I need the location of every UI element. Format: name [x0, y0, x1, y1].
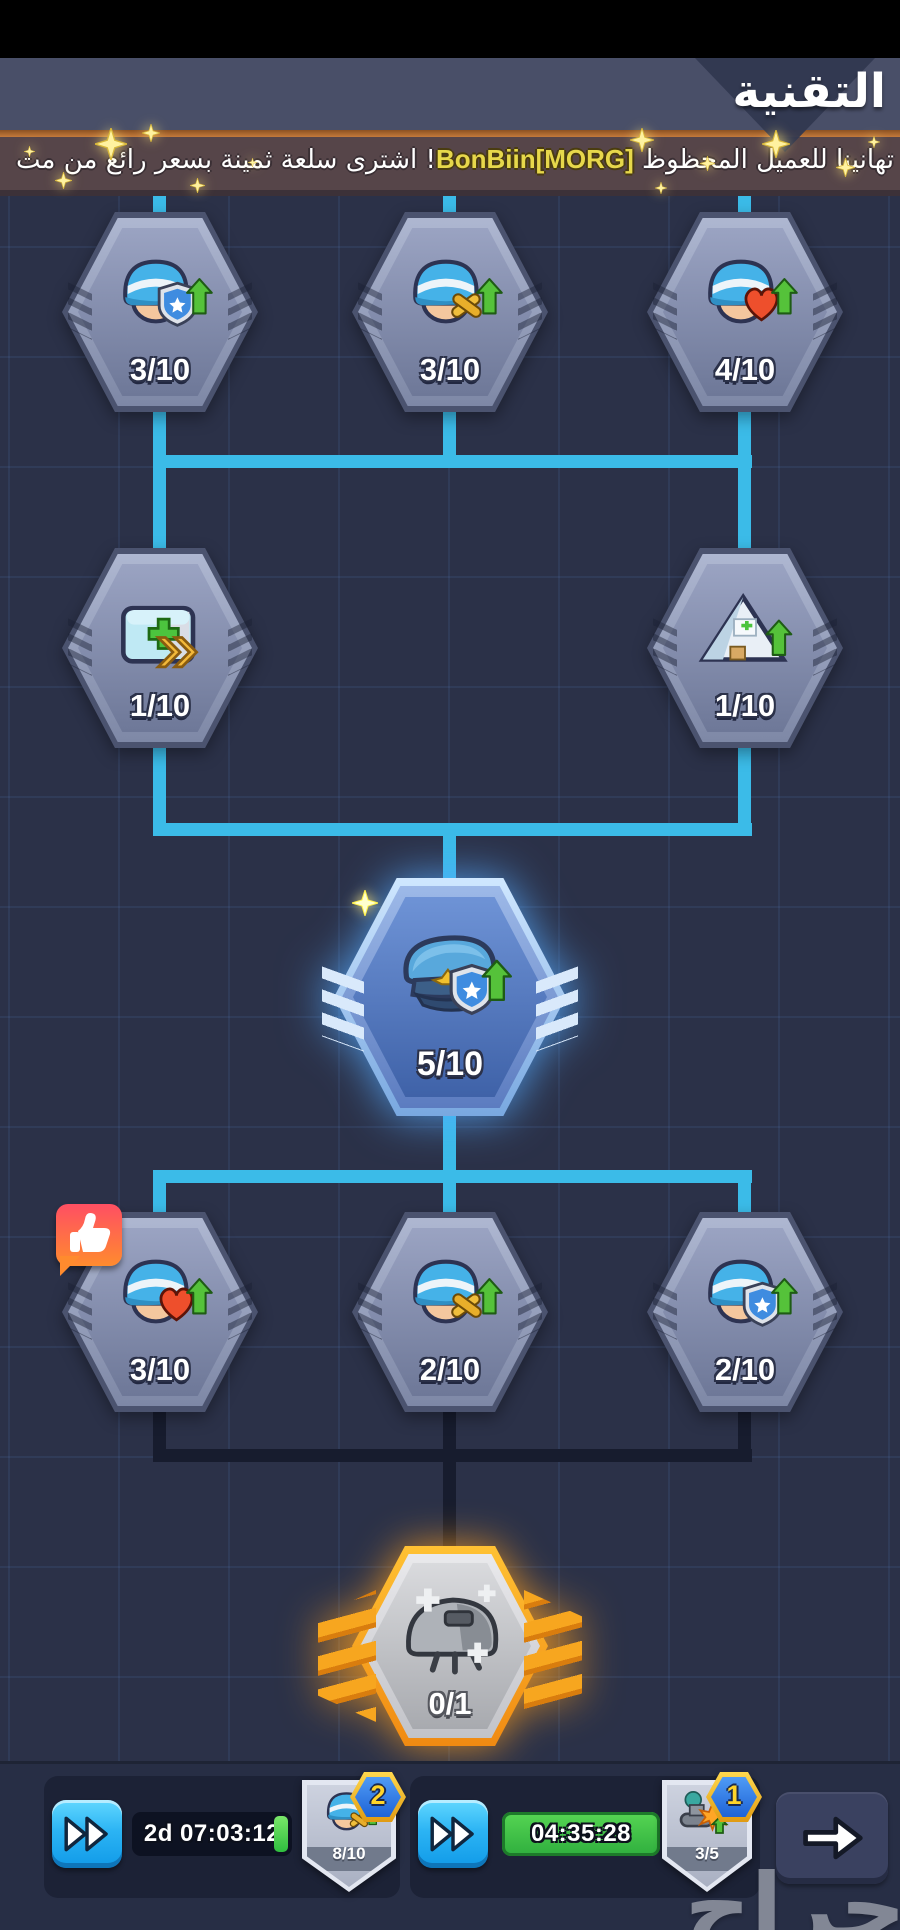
research-slot-1: 2d 07:03:12 8/10 2 [44, 1772, 406, 1898]
tech-node-defense-r1[interactable]: 3/10 [62, 212, 258, 412]
connector-locked [153, 1402, 166, 1462]
star-sparkle-icon [655, 182, 667, 194]
node-progress: 3/10 [419, 352, 481, 387]
tech-node-health-r1[interactable]: 4/10 [647, 212, 843, 412]
connector [153, 1170, 166, 1218]
star-sparkle-icon [248, 158, 257, 167]
count-badge: 1 [706, 1772, 762, 1822]
soldier-bullets-icon [395, 1248, 505, 1344]
star-sparkle-icon [95, 128, 127, 160]
speed-up-button-2[interactable] [418, 1800, 488, 1868]
soldier-heart-icon [690, 248, 800, 344]
player-name: BonBiin[MORG] [435, 144, 634, 174]
research-timer-2: 04:35:28 [502, 1812, 660, 1856]
soldier-bullets-icon [395, 248, 505, 344]
star-sparkle-icon [630, 128, 654, 152]
next-page-button[interactable] [776, 1792, 888, 1884]
node-progress: 4/10 [714, 352, 776, 387]
research-item-badge-1[interactable]: 8/10 2 [302, 1772, 406, 1892]
announcement-text: تهانينا للعميل المحظوظ BonBiin[MORG]! اش… [16, 144, 894, 175]
announcement-banner [0, 130, 900, 196]
star-sparkle-icon [700, 156, 715, 171]
star-sparkle-icon [190, 178, 205, 193]
connector [738, 1170, 751, 1218]
connector [153, 740, 166, 836]
officer-cap-icon [387, 926, 513, 1030]
fast-forward-icon [61, 1813, 113, 1855]
research-slot-2: 04:35:28 3/5 1 [410, 1772, 762, 1898]
tech-node-elite-helmet[interactable]: 0/1 [318, 1546, 582, 1746]
sparkle-icon [352, 890, 378, 916]
node-progress: 2/10 [419, 1352, 481, 1387]
soldier-shield-icon [690, 1248, 800, 1344]
item-progress: 3/5 [695, 1844, 719, 1863]
node-progress: 1/10 [714, 688, 776, 723]
research-timer-1: 2d 07:03:12 [132, 1812, 292, 1856]
soldier-heart-icon [105, 1248, 215, 1344]
tech-node-attack-r1[interactable]: 3/10 [352, 212, 548, 412]
tech-node-defense-r3[interactable]: 2/10 [647, 1212, 843, 1412]
count-badge: 2 [350, 1772, 406, 1822]
node-progress: 5/10 [416, 1045, 484, 1083]
connector [153, 398, 166, 468]
connector-locked [443, 1449, 456, 1553]
soldier-shield-icon [105, 248, 215, 344]
bottom-bar: 2d 07:03:12 8/10 2 04:35:28 [0, 1764, 900, 1930]
node-progress: 0/1 [428, 1686, 472, 1721]
research-item-badge-2[interactable]: 3/5 1 [662, 1772, 762, 1892]
connector [443, 1170, 456, 1218]
recommended-thumbs-up-badge [56, 1204, 122, 1276]
star-sparkle-icon [55, 172, 72, 189]
aid-chest-icon [105, 584, 215, 680]
connector [153, 455, 166, 555]
timer-progress-remainder [274, 1816, 288, 1852]
tech-node-med-tent[interactable]: 1/10 [647, 548, 843, 748]
connector-locked [443, 1402, 456, 1462]
watermark: حراج [684, 1854, 900, 1930]
connector [738, 398, 751, 468]
tech-node-attack-r3[interactable]: 2/10 [352, 1212, 548, 1412]
speed-up-button-1[interactable] [52, 1800, 122, 1868]
connector [738, 455, 751, 555]
fast-forward-icon [427, 1813, 479, 1855]
node-progress: 3/10 [129, 1352, 191, 1387]
status-bar [0, 0, 900, 58]
thumbs-up-icon [65, 1210, 113, 1258]
connector-bus [153, 455, 752, 468]
node-progress: 3/10 [129, 352, 191, 387]
star-sparkle-icon [762, 130, 790, 158]
star-sparkle-icon [868, 136, 880, 148]
laurel-decoration [524, 1590, 582, 1722]
star-sparkle-icon [836, 158, 855, 177]
item-progress: 8/10 [332, 1844, 366, 1863]
connector [443, 398, 456, 468]
locked-helmet-icon [395, 1582, 505, 1678]
tech-node-aid-chest[interactable]: 1/10 [62, 548, 258, 748]
star-sparkle-icon [142, 124, 160, 142]
page-title: التقنية [732, 64, 886, 119]
wing-decoration [322, 966, 364, 1052]
med-tent-icon [690, 584, 800, 680]
tech-node-officer-cap[interactable]: 5/10 [322, 878, 578, 1116]
node-progress: 1/10 [129, 688, 191, 723]
connector [738, 740, 751, 836]
star-sparkle-icon [24, 146, 35, 157]
node-progress: 2/10 [714, 1352, 776, 1387]
connector-locked [738, 1402, 751, 1462]
